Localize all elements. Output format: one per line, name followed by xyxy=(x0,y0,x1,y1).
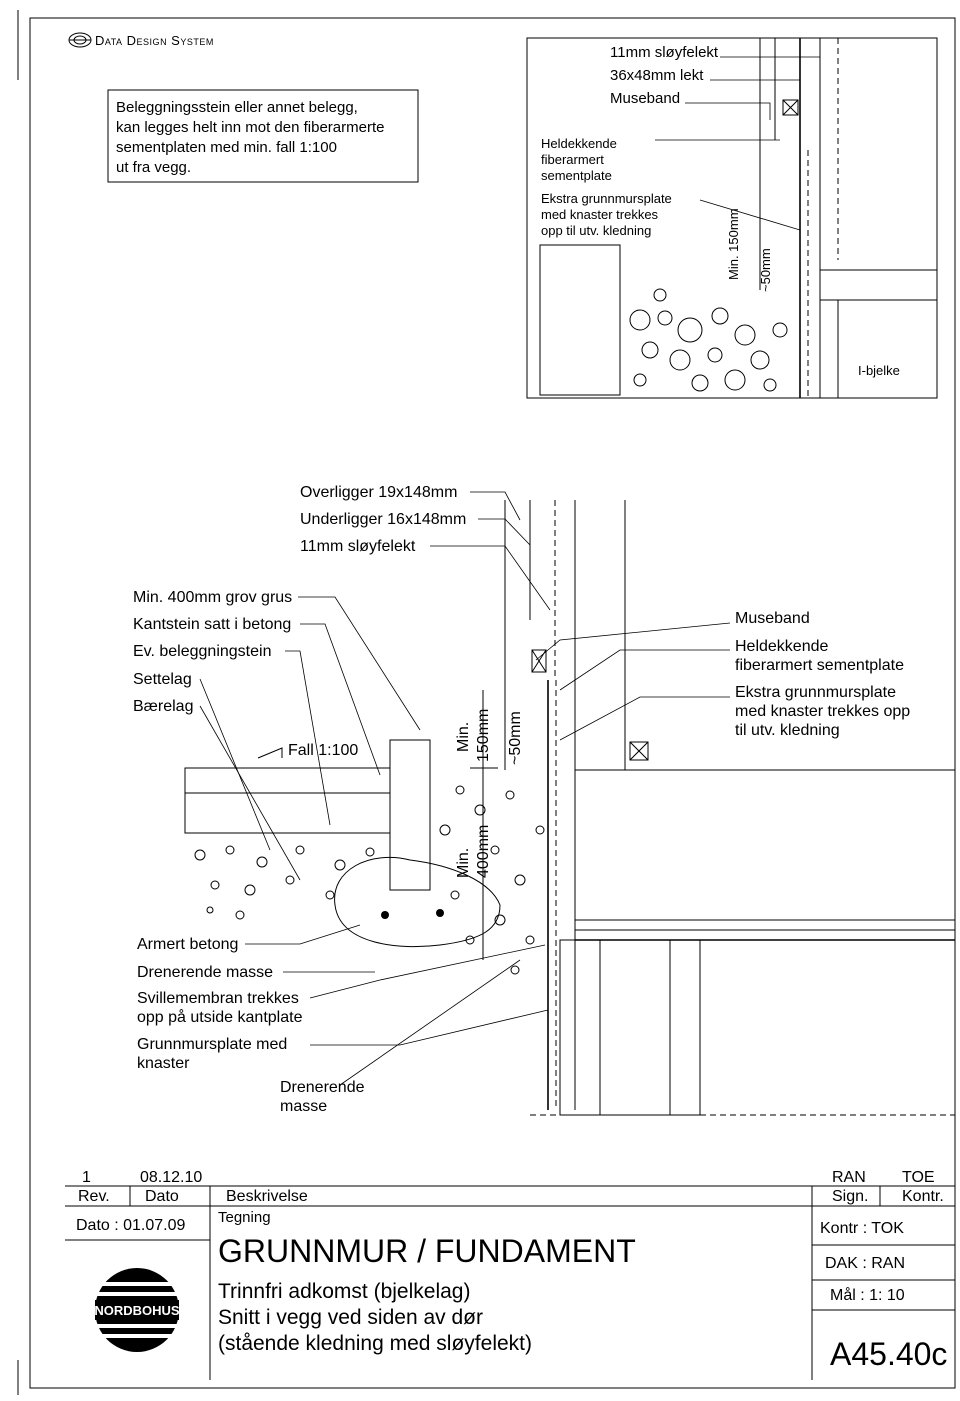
label-grunnmursplate: Grunnmursplate med knaster xyxy=(137,1036,292,1072)
label-50mm-top: ~50mm xyxy=(758,248,773,292)
label-underligger: Underligger 16x148mm xyxy=(300,511,466,528)
drawing-title: GRUNNMUR / FUNDAMENT xyxy=(218,1233,636,1269)
label-grov-grus: Min. 400mm grov grus xyxy=(133,589,292,606)
label-drenerende-masse: Drenerende masse xyxy=(280,1079,369,1115)
stones xyxy=(629,288,788,392)
top-detail-frame xyxy=(526,37,938,399)
label-min400-2: 400mm xyxy=(475,825,492,878)
label-ekstra-top: Ekstra grunnmursplate med knaster trekke… xyxy=(541,191,675,238)
gravel-stones xyxy=(194,785,545,975)
label-sloyfelekt: 11mm sløyfelekt xyxy=(300,538,416,555)
sill-plate xyxy=(819,269,938,301)
label-drenerende: Drenerende masse xyxy=(137,964,273,981)
label-kantstein: Kantstein satt i betong xyxy=(133,616,291,633)
label-min150-top: Min. 150mm xyxy=(726,208,741,280)
title-block: 1 08.12.10 Rev. Dato Beskrivelse RAN Sig… xyxy=(65,1169,955,1380)
label-heldekkende-top: Heldekkende fiberarmert sementplate xyxy=(541,136,621,183)
batten-lower xyxy=(531,649,547,673)
company-name: Data Design System xyxy=(95,33,214,48)
label-baerelag: Bærelag xyxy=(133,698,193,715)
floor-beam xyxy=(574,769,956,921)
company-logo-icon xyxy=(68,32,92,48)
rev-date: 08.12.10 xyxy=(140,1169,202,1186)
label-min400-1: Min. xyxy=(455,848,472,878)
label-sloyfelekt-top: 11mm sløyfelekt xyxy=(610,44,719,61)
top-detail: Beleggningsstein eller annet belegg, kan… xyxy=(107,37,938,399)
label-50mm-main: ~50mm xyxy=(507,711,524,765)
sign-label: Sign. xyxy=(832,1188,868,1205)
dato-label: Dato xyxy=(145,1188,179,1205)
kontr-label: Kontr. xyxy=(902,1188,944,1205)
label-ibjelke: I-bjelke xyxy=(858,363,900,378)
logo-text: NORDBOHUS xyxy=(94,1303,180,1318)
label-min150-main-1: Min. xyxy=(455,722,472,752)
batten-box xyxy=(782,99,799,116)
label-lekt-top: 36x48mm lekt xyxy=(610,67,704,84)
label-min150-main-2: 150mm xyxy=(475,709,492,762)
maal-field: Mål : 1: 10 xyxy=(830,1286,905,1304)
drawing-number: A45.40c xyxy=(830,1336,947,1372)
rev-number: 1 xyxy=(82,1169,91,1186)
label-settelag: Settelag xyxy=(133,671,192,688)
concrete-footing xyxy=(334,856,501,948)
main-detail: Overligger 19x148mm Underligger 16x148mm… xyxy=(133,484,956,1116)
label-armert-betong: Armert betong xyxy=(137,936,238,953)
company-header: Data Design System xyxy=(68,32,214,48)
label-overligger: Overligger 19x148mm xyxy=(300,484,457,501)
gravel-block xyxy=(539,244,621,396)
label-heldekkende: Heldekkende fiberarmert sementplate xyxy=(735,638,904,674)
dak-field: DAK : RAN xyxy=(825,1255,905,1272)
top-note: Beleggningsstein eller annet belegg, kan… xyxy=(116,99,389,176)
beskrivelse-label: Beskrivelse xyxy=(226,1188,308,1205)
nordbohus-logo: NORDBOHUS xyxy=(94,1268,180,1352)
paving-stone xyxy=(184,767,391,794)
label-ekstra: Ekstra grunnmursplate med knaster trekke… xyxy=(735,684,915,739)
foundation-wall xyxy=(559,939,701,1116)
kerbstone xyxy=(389,739,431,891)
note-box xyxy=(107,89,419,183)
label-svillemembran: Svillemembran trekkes opp på utside kant… xyxy=(137,990,303,1026)
kontr-field: Kontr : TOK xyxy=(820,1220,904,1237)
label-beleggningstein: Ev. beleggningstein xyxy=(133,643,271,660)
drawing-date: Dato : 01.07.09 xyxy=(76,1217,186,1234)
label-museband: Museband xyxy=(735,610,810,627)
label-museband-top: Museband xyxy=(610,90,680,107)
sign-value: RAN xyxy=(832,1169,866,1186)
kontr-value: TOE xyxy=(902,1169,935,1186)
drawing-subtitle: Trinnfri adkomst (bjelkelag) Snitt i veg… xyxy=(218,1280,532,1355)
bedding-layer xyxy=(184,792,391,834)
tegning-label: Tegning xyxy=(218,1209,271,1226)
label-fall: Fall 1:100 xyxy=(288,742,358,759)
rev-label: Rev. xyxy=(78,1188,110,1205)
